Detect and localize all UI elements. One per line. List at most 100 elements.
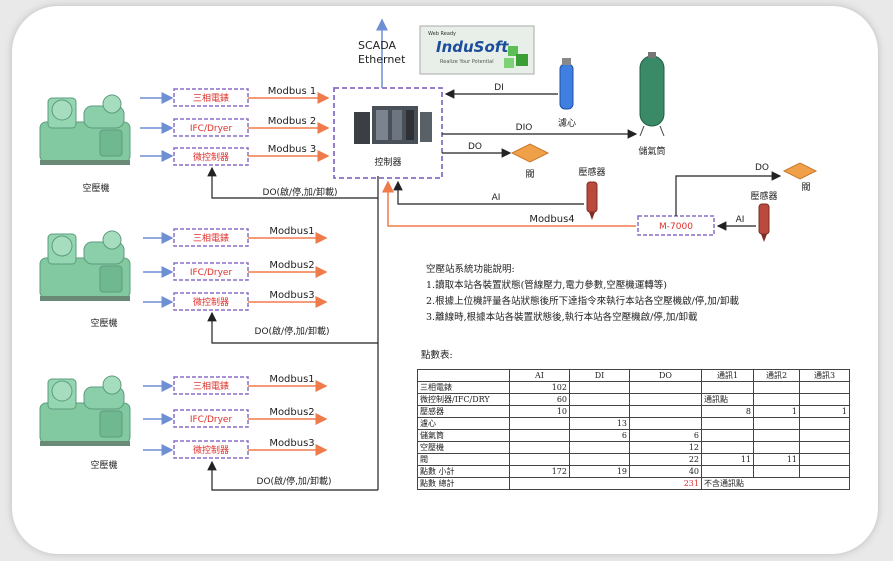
points-table: AI DI DO 通訊1 通訊2 通訊3 三相電錶 102 微控制器/IFC/D… (417, 369, 850, 490)
dryer-box-1 (173, 118, 249, 137)
pressure-sensor-icon-1 (586, 181, 598, 220)
do-valve-label: DO (468, 142, 482, 152)
do-valve2-label: DO (755, 163, 769, 173)
table-cell (509, 453, 570, 466)
valve-icon-1 (510, 143, 550, 163)
modbus-label-1-3: Modbus 3 (268, 144, 317, 155)
compressor-label-2: 空壓機 (90, 317, 117, 329)
controller-device-icon (354, 106, 432, 144)
power-meter-label-3: 三相電錶 (193, 380, 229, 392)
table-cell: 40 (629, 465, 702, 478)
controller-label: 控制器 (374, 156, 401, 168)
do-label-3: DO(啟/停,加/卸載) (257, 475, 332, 487)
table-row: 濾心 13 (417, 417, 850, 430)
table-cell: 11 (701, 453, 754, 466)
total-label-cell: 點數 總計 (417, 477, 510, 490)
micro-controller-box-3 (173, 440, 249, 459)
table-cell (753, 441, 800, 454)
table-cell (753, 429, 800, 442)
controller-box (333, 87, 443, 179)
compressor-image-1 (39, 94, 131, 166)
header-cell: 通訊1 (701, 369, 754, 382)
table-cell: 空壓機 (417, 441, 510, 454)
table-cell: 壓感器 (417, 405, 510, 418)
row-2: 三相電錶 IFC/Dryer 微控制器 Modbus1 Modbus2 Modb… (143, 226, 378, 344)
table-row: 空壓機 12 (417, 441, 850, 454)
table-cell (799, 381, 850, 394)
table-cell (629, 405, 702, 418)
dryer-box-3 (173, 409, 249, 428)
table-cell (799, 393, 850, 406)
modbus-label-2-1: Modbus1 (269, 226, 314, 237)
modbus4-line (382, 180, 636, 227)
table-cell: 三相電錶 (417, 381, 510, 394)
table-cell (799, 441, 850, 454)
table-cell (799, 429, 850, 442)
header-cell: 通訊3 (799, 369, 850, 382)
table-cell (799, 465, 850, 478)
table-cell (753, 393, 800, 406)
dryer-label-1: IFC/Dryer (190, 124, 233, 134)
table-cell: 濾心 (417, 417, 510, 430)
table-header-row: AI DI DO 通訊1 通訊2 通訊3 (417, 369, 850, 382)
ai-label: AI (492, 193, 501, 203)
table-cell: 11 (753, 453, 800, 466)
compressor-label-1: 空壓機 (82, 182, 109, 194)
header-cell: DI (569, 369, 630, 382)
pressure-sensor-label-2: 壓感器 (750, 190, 777, 202)
table-cell: 點數 小計 (417, 465, 510, 478)
table-cell: 1 (799, 405, 850, 418)
modbus-label-2-2: Modbus2 (269, 260, 314, 271)
table-cell (569, 453, 630, 466)
table-cell: 60 (509, 393, 570, 406)
power-meter-box-2 (173, 228, 249, 247)
indusoft-logo: Web Ready InduSoft Realize Your Potentia… (419, 25, 535, 75)
table-cell: 8 (701, 405, 754, 418)
compressor-image-2 (39, 230, 131, 302)
table-cell (569, 441, 630, 454)
power-meter-box-3 (173, 376, 249, 395)
table-cell: 通訊點 (701, 393, 754, 406)
table-cell (701, 441, 754, 454)
pressure-sensor-icon-2 (758, 203, 770, 242)
dryer-label-2: IFC/Dryer (190, 268, 233, 278)
table-cell: 13 (569, 417, 630, 430)
table-row: 儲氣筒 6 6 (417, 429, 850, 442)
logo-small-text: Web Ready (428, 31, 456, 37)
table-cell: 6 (629, 429, 702, 442)
table-cell: 儲氣筒 (417, 429, 510, 442)
valve-label-1: 閥 (525, 169, 534, 180)
row-3: 三相電錶 IFC/Dryer 微控制器 Modbus1 Modbus2 Modb… (143, 374, 378, 491)
table-cell (629, 381, 702, 394)
table-cell (799, 453, 850, 466)
micro-controller-label-2: 微控制器 (193, 296, 229, 308)
notes-item-1: 1.讀取本站各裝置狀態(管線壓力,電力參數,空壓機運轉等) (426, 280, 668, 291)
dryer-box-2 (173, 262, 249, 281)
filter-icon (559, 58, 574, 110)
table-cell: 微控制器/IFC/DRY (417, 393, 510, 406)
power-meter-box-1 (173, 88, 249, 107)
power-meter-label-1: 三相電錶 (193, 92, 229, 104)
air-tank-icon (639, 52, 665, 137)
compressor-image-3 (39, 375, 131, 447)
header-cell: AI (509, 369, 570, 382)
table-cell (753, 417, 800, 430)
modbus4-label: Modbus4 (529, 214, 574, 225)
table-cell: 10 (509, 405, 570, 418)
modbus-label-3-1: Modbus1 (269, 374, 314, 385)
table-cell (509, 441, 570, 454)
modbus-label-2-3: Modbus3 (269, 290, 314, 301)
header-cell: DO (629, 369, 702, 382)
table-cell: 1 (753, 405, 800, 418)
ethernet-label: Ethernet (358, 53, 406, 66)
valve-label-2: 閥 (801, 182, 810, 193)
table-cell (701, 417, 754, 430)
notes-item-3: 3.離線時,根據本站各裝置狀態後,執行本站各空壓機啟/停,加/卸載 (426, 312, 698, 323)
table-cell: 22 (629, 453, 702, 466)
header-cell (417, 369, 510, 382)
valve-icon-2 (782, 162, 818, 180)
filter-label: 濾心 (558, 117, 576, 129)
table-cell (701, 429, 754, 442)
